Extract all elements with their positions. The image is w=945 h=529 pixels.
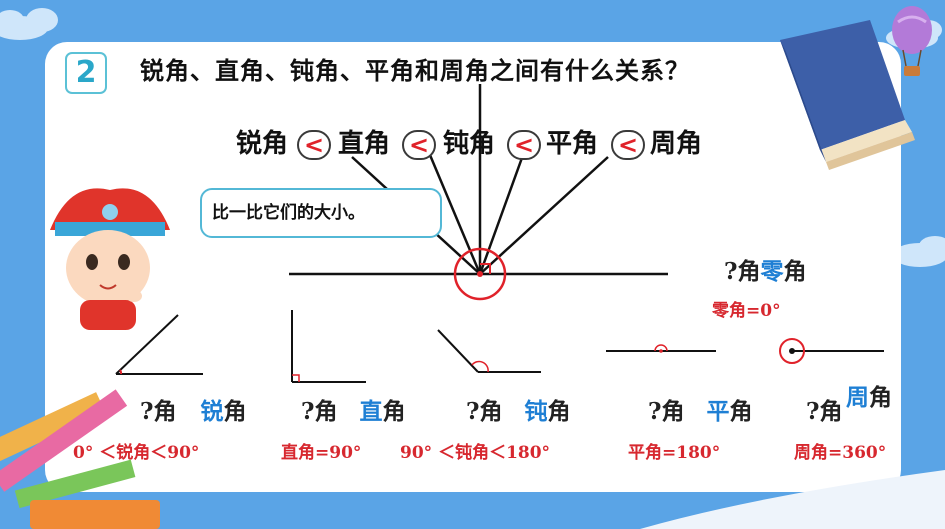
order-word-obtuse: 钝角 <box>443 128 495 160</box>
right-angle-formula: 直角=90° <box>281 442 361 464</box>
obtuse-angle-label: ?角钝角 <box>466 398 570 426</box>
zero-angle-label: ?角零角 <box>724 258 806 286</box>
speech-bubble-text: 比一比它们的大小。 <box>202 190 440 236</box>
vertex-dot <box>477 271 483 277</box>
straight-angle-label: ?角平角 <box>648 398 752 426</box>
full-angle-figure <box>780 339 884 363</box>
straight-angle-formula: 平角=180° <box>628 442 720 464</box>
question-number-badge: 2 <box>65 52 107 94</box>
less-than-symbol: < <box>402 130 436 160</box>
question-title: 锐角、直角、钝角、平角和周角之间有什么关系？ <box>140 56 690 86</box>
ray-to-straight <box>480 155 523 274</box>
less-than-symbol: < <box>611 130 645 160</box>
right-angle-label: ?角直角 <box>301 398 405 426</box>
paper-decor <box>640 470 945 529</box>
acute-angle-formula: 0° ＜锐角＜90° <box>73 442 199 464</box>
order-word-straight: 平角 <box>546 128 598 160</box>
question-number: 2 <box>67 54 105 92</box>
cartoon-boy-illustration <box>50 188 170 330</box>
full-angle-q: ?角 <box>806 398 842 426</box>
speech-bubble: 比一比它们的大小。 <box>200 188 442 238</box>
order-word-acute: 锐角 <box>236 128 288 160</box>
less-than-symbol: < <box>297 130 331 160</box>
book-icon <box>780 20 915 170</box>
zero-angle-formula: 零角=0° <box>712 300 781 322</box>
right-angle-figure <box>292 310 366 382</box>
hot-air-balloon-icon <box>892 6 932 76</box>
obtuse-angle-formula: 90° ＜钝角＜180° <box>400 442 550 464</box>
straight-angle-figure <box>606 345 716 353</box>
acute-angle-label: ?角锐角 <box>140 398 246 426</box>
less-than-symbol: < <box>507 130 541 160</box>
order-word-right: 直角 <box>338 128 390 160</box>
obtuse-angle-figure <box>438 330 541 372</box>
full-angle-label: 周角 <box>846 384 892 412</box>
order-word-full: 周角 <box>650 128 702 160</box>
full-angle-formula: 周角=360° <box>794 442 886 464</box>
